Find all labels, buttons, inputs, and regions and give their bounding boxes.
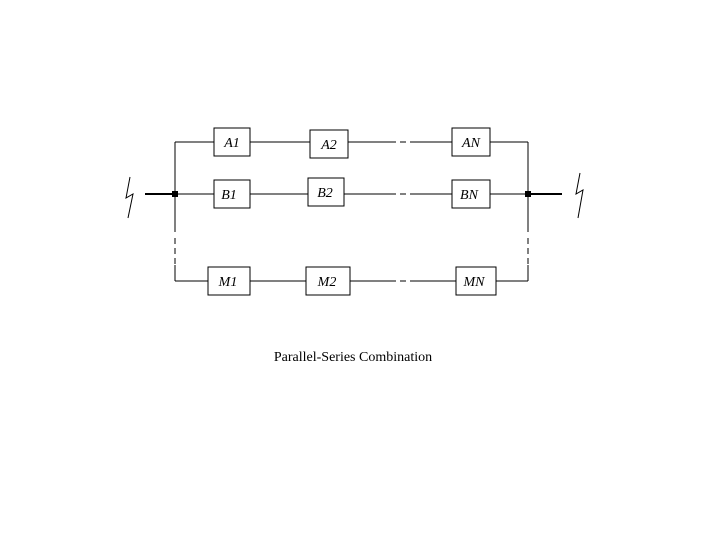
- left-terminal-symbol: [125, 176, 134, 219]
- row-m: M1 M2 MN: [175, 266, 528, 296]
- block-mn: [455, 266, 497, 296]
- block-m1-label: M1: [218, 275, 238, 290]
- row-b: B1 B2 BN: [175, 177, 528, 209]
- block-a1-label: A1: [223, 136, 240, 151]
- block-bn-label: BN: [460, 188, 479, 203]
- block-bn: [451, 179, 491, 209]
- row-a: A1 A2 AN: [175, 127, 528, 159]
- block-a2-label: A2: [320, 138, 337, 153]
- block-b1-label: B1: [221, 188, 237, 203]
- block-m2: [305, 266, 351, 296]
- block-mn-label: MN: [463, 275, 486, 290]
- block-m2-label: M2: [317, 275, 337, 290]
- block-b2: [307, 177, 345, 207]
- block-an-label: AN: [461, 136, 481, 151]
- block-m1: [207, 266, 251, 296]
- block-a2: [309, 129, 349, 159]
- block-b2-label: B2: [317, 186, 333, 201]
- diagram-caption: Parallel-Series Combination: [274, 350, 432, 365]
- block-a1: [213, 127, 251, 157]
- right-terminal-symbol: [575, 172, 584, 219]
- block-b1: [213, 179, 251, 209]
- block-an: [451, 127, 491, 157]
